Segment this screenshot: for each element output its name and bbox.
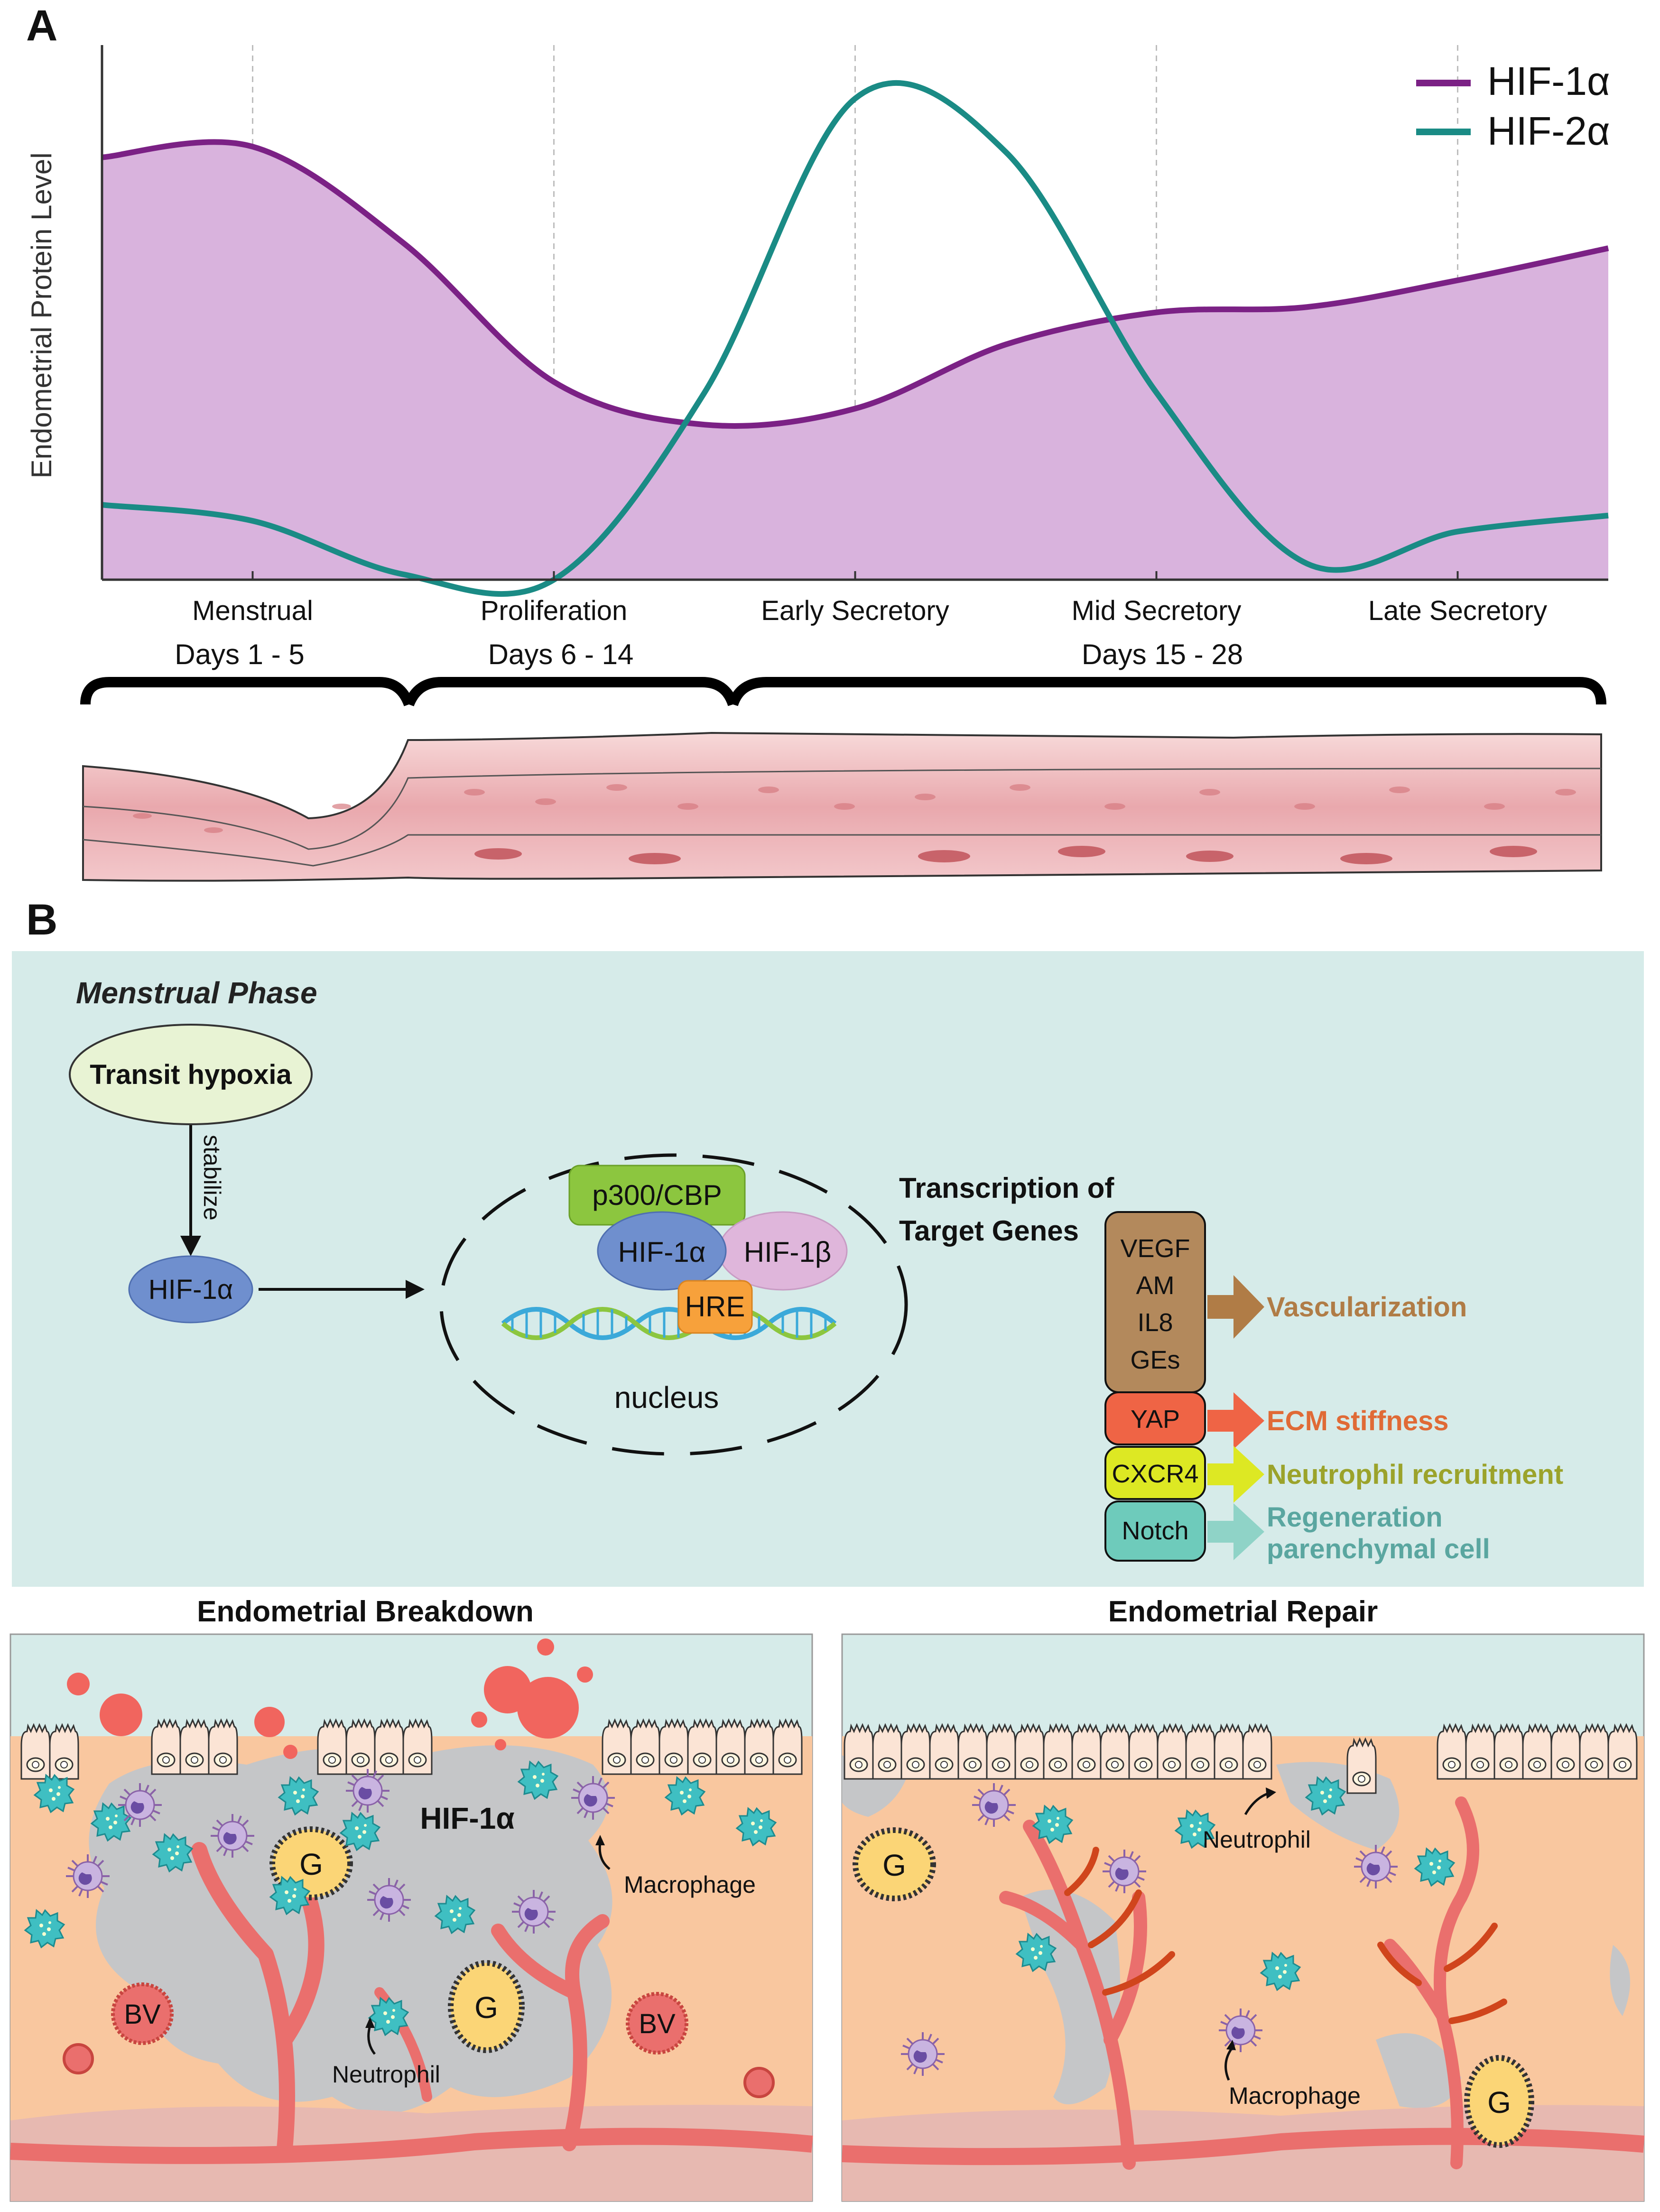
vascularization-arrow	[1207, 1275, 1264, 1339]
regeneration-label-line1: Regeneration	[1267, 1502, 1443, 1533]
stabilize-arrowhead	[180, 1236, 201, 1256]
blood-vessel-1: BV	[111, 1982, 174, 2045]
svg-text:BV: BV	[124, 1999, 161, 2030]
gene-ges: GEs	[1130, 1346, 1180, 1374]
bracket-days-15-28	[728, 677, 1606, 706]
gene-am: AM	[1136, 1271, 1175, 1300]
hif1a-node	[128, 1255, 253, 1323]
day-ranges: Days 1 - 5 Days 6 - 14 Days 15 - 28	[80, 639, 1606, 707]
svg-text:G: G	[1487, 2085, 1511, 2119]
hif1a-complex-node	[597, 1211, 727, 1291]
dna-helix	[501, 1307, 837, 1340]
notch-label: Notch	[1122, 1517, 1188, 1545]
days-6-14-label: Days 6 - 14	[488, 639, 634, 670]
outcome-arrows: Vascularization ECM stiffness Neutrophil…	[1207, 1275, 1563, 1564]
repair-title: Endometrial Repair	[1108, 1595, 1378, 1628]
yap-box	[1104, 1391, 1206, 1445]
target-genes: VEGF AM IL8 GEs YAP CXCR4 Notch	[1104, 1211, 1206, 1562]
svg-text:BV: BV	[639, 2008, 676, 2039]
p300-cbp-label: p300/CBP	[592, 1179, 722, 1211]
x-ticks: Menstrual Proliferation Early Secretory Mid…	[192, 571, 1547, 626]
endometrium-tissue-strip	[82, 731, 1602, 882]
hif1a-node-label: HIF-1α	[148, 1274, 233, 1305]
gene-vegf: VEGF	[1120, 1234, 1190, 1263]
x-tick-label: Late Secretory	[1368, 595, 1547, 626]
x-tick-label: Early Secretory	[761, 595, 949, 626]
neutrophil-recruitment-label: Neutrophil recruitment	[1267, 1459, 1563, 1490]
notch-box	[1104, 1500, 1206, 1562]
ecm-arrow	[1207, 1392, 1264, 1449]
breakdown-neutrophil-label: Neutrophil	[332, 2061, 440, 2088]
gland-2: G	[448, 1960, 525, 2053]
breakdown-macrophage-label: Macrophage	[624, 1871, 756, 1898]
x-tick-label: Proliferation	[481, 595, 627, 626]
menstrual-phase-title: Menstrual Phase	[76, 976, 317, 1010]
legend-label-hif2a: HIF-2α	[1487, 109, 1610, 153]
x-tick-label: Menstrual	[192, 595, 313, 626]
transit-hypoxia-node	[69, 1024, 313, 1125]
hif1a-line	[102, 139, 1609, 429]
blood-vessel-2: BV	[626, 1992, 688, 2055]
y-axis-label: Endometrial Protein Level	[26, 152, 57, 478]
transcription-title-line2: Target Genes	[899, 1215, 1079, 1247]
days-1-5-label: Days 1 - 5	[175, 639, 304, 670]
svg-text:G: G	[882, 1848, 906, 1882]
hif1b-label: HIF-1β	[744, 1236, 832, 1268]
stabilize-label: stabilize	[199, 1135, 225, 1221]
breakdown-hif1a-label: HIF-1α	[420, 1801, 514, 1835]
gene-il8: IL8	[1137, 1308, 1173, 1337]
hif-level-chart: Menstrual Proliferation Early Secretory Mid…	[26, 45, 1610, 626]
repair-neutrophil-label: Neutrophil	[1203, 1826, 1311, 1853]
legend-label-hif1a: HIF-1α	[1487, 59, 1610, 103]
repair-gland-1: G	[853, 1827, 936, 1901]
hre-box	[677, 1280, 753, 1334]
transit-hypoxia-label: Transit hypoxia	[90, 1059, 292, 1090]
nucleus-label: nucleus	[614, 1380, 719, 1415]
breakdown-title: Endometrial Breakdown	[197, 1595, 534, 1628]
legend: HIF-1α HIF-2α	[1416, 59, 1610, 153]
vascularization-label: Vascularization	[1267, 1292, 1467, 1323]
regeneration-arrow	[1207, 1503, 1264, 1560]
hif1a-complex-label: HIF-1α	[618, 1236, 706, 1268]
ecm-stiffness-label: ECM stiffness	[1267, 1406, 1449, 1436]
nucleus-boundary	[439, 1153, 908, 1456]
svg-text:G: G	[474, 1990, 498, 2025]
hif2a-line	[102, 80, 1609, 597]
regeneration-label-line2: parenchymal cell	[1267, 1534, 1490, 1564]
hif1a-area	[102, 142, 1608, 580]
bracket-days-6-14	[404, 677, 738, 707]
repair-illustration: G G Neutrophil Macrophage	[841, 1633, 1645, 2202]
svg-text:G: G	[299, 1847, 323, 1881]
yap-label: YAP	[1131, 1405, 1180, 1434]
transcription-title-line1: Transcription of	[899, 1172, 1114, 1204]
x-tick-label: Mid Secretory	[1072, 595, 1242, 626]
bracket-days-1-5	[80, 677, 414, 707]
panel-b-label: B	[26, 896, 57, 944]
days-15-28-label: Days 15 - 28	[1082, 639, 1243, 670]
panel-a-label: A	[26, 1, 57, 50]
cxcr4-label: CXCR4	[1112, 1460, 1198, 1488]
repair-gland-2: G	[1464, 2055, 1534, 2148]
breakdown-illustration: BV BV G G HIF-1α Macrophage Neutrophil	[9, 1633, 813, 2202]
cxcr4-box	[1104, 1446, 1206, 1500]
neutrophil-recruitment-arrow	[1207, 1446, 1264, 1503]
repair-macrophage-label: Macrophage	[1229, 2082, 1361, 2109]
hif1a-to-nucleus-arrowhead	[406, 1280, 425, 1299]
hre-label: HRE	[685, 1291, 745, 1323]
